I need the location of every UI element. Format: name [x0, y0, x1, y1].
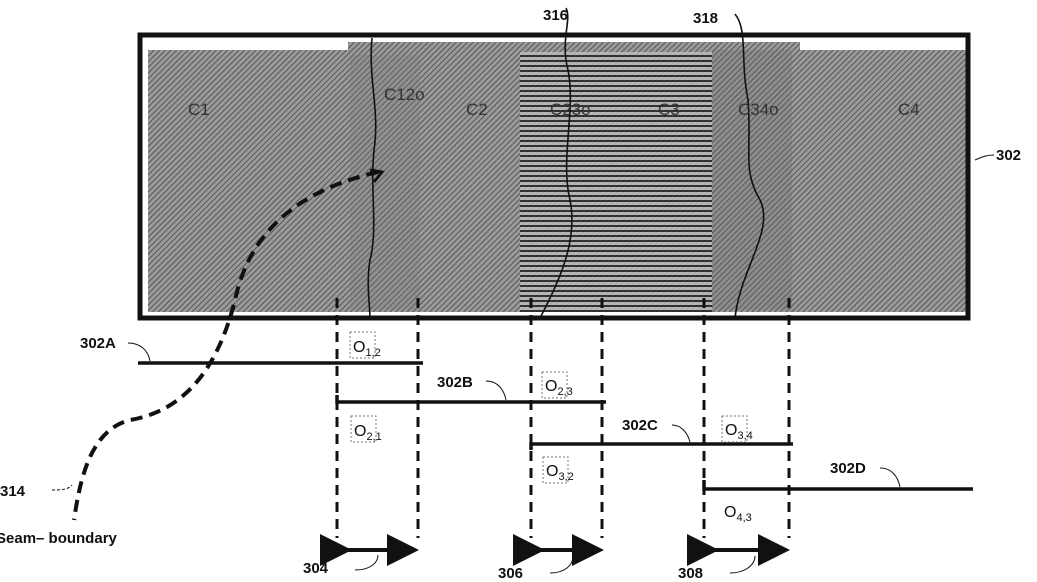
ref-314: 314: [0, 483, 26, 500]
leader: [127, 342, 151, 362]
overlap-boundaries: [335, 298, 791, 538]
leader: [729, 555, 756, 574]
overlap-label: O4,3: [724, 504, 752, 524]
region-label: C2: [466, 100, 488, 119]
seam-boundary-curve: [72, 170, 379, 521]
ref-302: 302: [996, 147, 1021, 164]
strip-302C: [529, 442, 793, 450]
ref-308: 308: [678, 565, 703, 582]
region-label: C4: [898, 100, 920, 119]
leader: [51, 484, 73, 491]
overlap-label: O2,1: [354, 423, 382, 443]
leader: [671, 424, 691, 443]
overlap-label: O1,2: [353, 339, 381, 359]
seam-boundary-caption: Seam– boundary: [0, 530, 118, 547]
leader: [879, 467, 901, 488]
seam-line-316: [539, 7, 573, 319]
seam-line-318: [734, 13, 765, 319]
overlap-label: O3,4: [725, 422, 753, 442]
ref-316: 316: [543, 7, 568, 24]
strip-label: 302A: [80, 335, 116, 352]
leader: [549, 555, 574, 574]
ref-306: 306: [498, 565, 523, 582]
region-label: C3: [658, 100, 680, 119]
strip-label: 302D: [830, 460, 866, 477]
region-label: C12o: [384, 85, 425, 104]
strip-label: 302C: [622, 417, 658, 434]
region-label: C23o: [550, 100, 591, 119]
leader: [485, 380, 507, 401]
leader: [354, 554, 379, 571]
region-label: C1: [188, 100, 210, 119]
strip-label: 302B: [437, 374, 473, 391]
image-frame-302: [137, 32, 971, 321]
ref-318: 318: [693, 10, 718, 27]
overlap-label: O2,3: [545, 378, 573, 398]
panorama-image: [148, 38, 966, 312]
strip-302B: [335, 395, 606, 404]
leader: [974, 154, 995, 161]
overlap-label: O3,2: [546, 463, 574, 483]
arrowhead-icon: [369, 168, 385, 183]
strip-302D: [702, 480, 973, 491]
region-label: C34o: [738, 100, 779, 119]
seam-line-1: [367, 37, 377, 319]
ref-304: 304: [303, 560, 329, 577]
